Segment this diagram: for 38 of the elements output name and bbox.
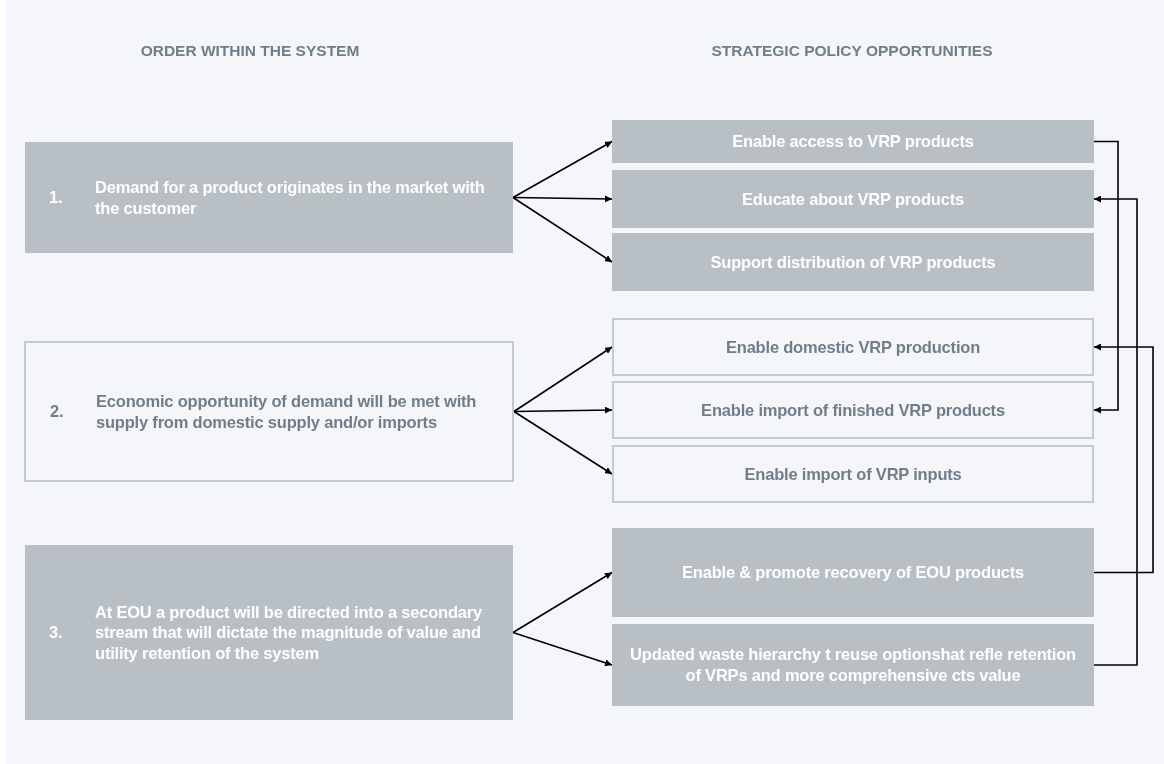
step-number: 3. [49, 622, 64, 643]
arrow [512, 140, 613, 199]
stage-text: Demand for a product originates in the market with the customer [95, 177, 486, 218]
policy-text: Enable & promote recovery of EOU products [681, 562, 1024, 583]
step-number: 2. [50, 401, 65, 422]
arrow [512, 631, 613, 667]
policy-text: Support distribution of VRP products [710, 251, 996, 273]
policy-box [612, 233, 1094, 291]
arrow [513, 406, 613, 414]
arrow [512, 195, 613, 203]
policy-box [612, 120, 1094, 163]
policy-text: Enable import of finished VRP products [701, 399, 1005, 421]
arrow [512, 571, 613, 634]
stage-box [24, 341, 514, 482]
policy-text: Educate about VRP products [742, 188, 964, 210]
arrow [1093, 195, 1138, 666]
policy-box [612, 528, 1094, 617]
policy-box [612, 318, 1094, 376]
arrow [512, 196, 613, 263]
policy-text: Enable access to VRP products [732, 131, 974, 152]
stage-box [25, 142, 513, 253]
policy-box [612, 445, 1094, 503]
arrow [1093, 343, 1154, 574]
stage-text: At EOU a product will be directed into a secondary stream that will dictate the magnitude of value and utility retention of the system [95, 602, 483, 663]
stage-text: Economic opportunity of demand will be met with supply from domestic supply and/or imports [96, 391, 478, 432]
column-heading: ORDER WITHIN THE SYSTEM [139, 42, 361, 60]
policy-box [612, 624, 1094, 706]
step-number: 1. [49, 187, 64, 208]
policy-text: Enable import of VRP inputs [744, 463, 962, 485]
stage-box [25, 545, 513, 720]
policy-box [612, 381, 1094, 439]
column-heading: STRATEGIC POLICY OPPORTUNITIES [710, 42, 994, 60]
arrow [513, 346, 613, 413]
arrow [1093, 140, 1119, 414]
policy-text: Updated waste hierarchy t reuse optionshat refle retention of VRPs and more comprehensive cts value [629, 644, 1077, 686]
policy-box [612, 170, 1094, 228]
arrow [513, 410, 613, 475]
policy-text: Enable domestic VRP production [725, 336, 981, 358]
